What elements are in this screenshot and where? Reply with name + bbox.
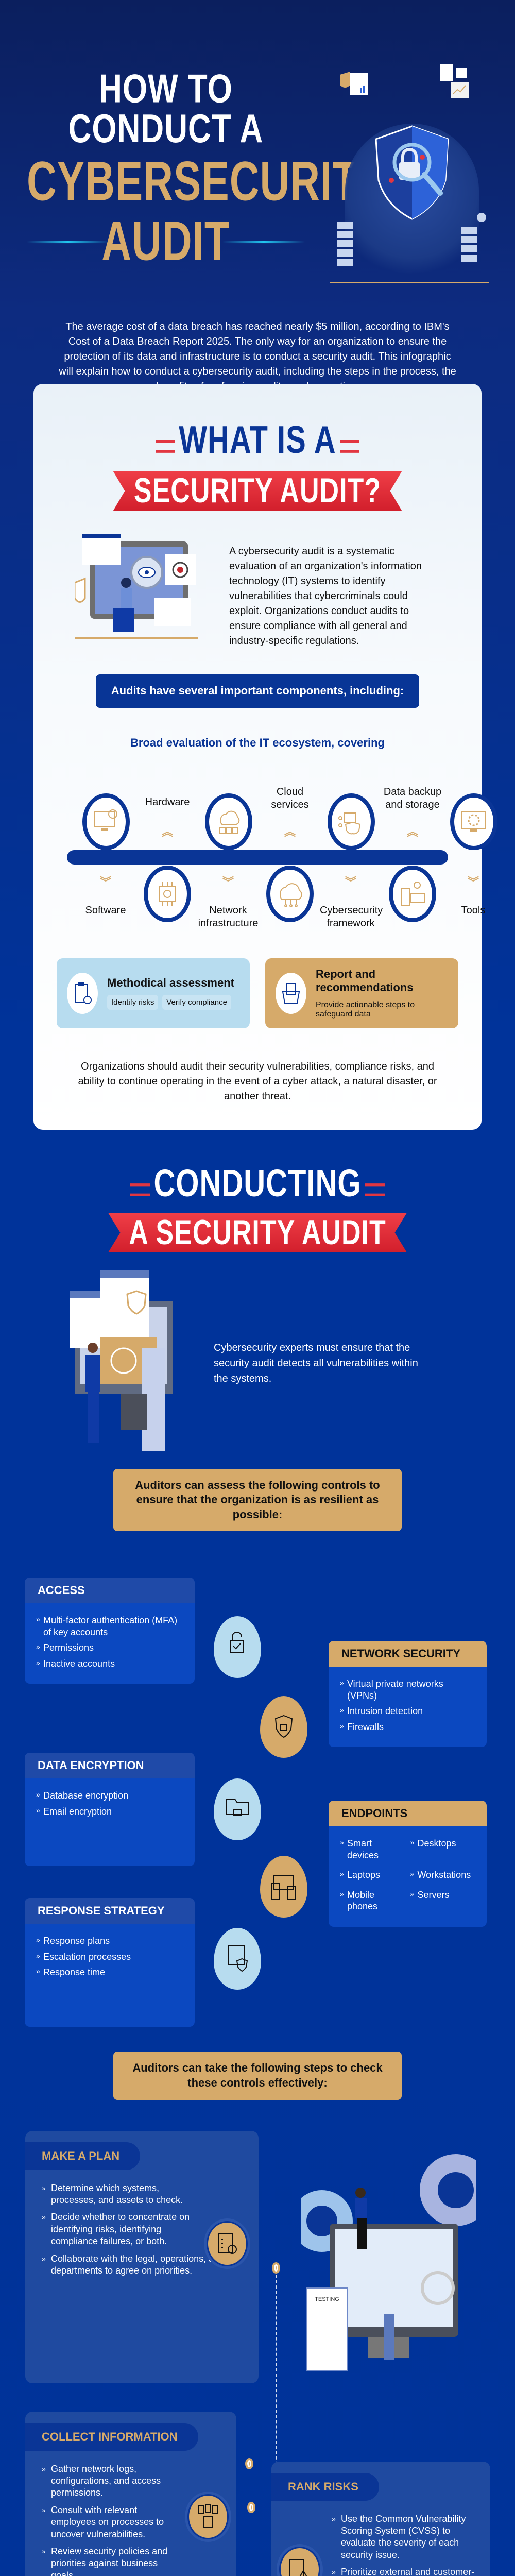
server-chain-icon: [461, 213, 486, 262]
monitor-shield-icon: [70, 1270, 173, 1451]
hero-illustration: [330, 62, 489, 283]
timeline-dot: [247, 2501, 255, 2513]
steps-pill: Auditors can take the following steps to…: [113, 2052, 402, 2100]
main-title: HOW TO CONDUCT A CYBERSECURITY AUDIT: [27, 66, 386, 272]
floor-line: [330, 282, 489, 283]
ecosystem-label: Hardware: [145, 796, 190, 808]
control-response-strategy: RESPONSE STRATEGY Response plans Escalat…: [25, 1898, 195, 2027]
components-pill: Audits have several important components…: [95, 674, 420, 708]
document-shield-icon: [340, 72, 368, 95]
timeline-line: [276, 2275, 277, 2576]
what-is-section: WHAT IS A SECURITY AUDIT?: [33, 384, 497, 1130]
section-heading: WHAT IS A SECURITY AUDIT?: [33, 418, 482, 511]
ecosystem-chain: Software ︾ Hardware ︽ Network infrastruc…: [46, 765, 497, 935]
heading-ribbon: SECURITY AUDIT?: [113, 471, 402, 511]
server-stack-icon: [337, 222, 353, 266]
tools-monitor-icon: [450, 793, 497, 850]
ecosystem-label: Cybersecurity framework: [320, 904, 383, 929]
devices-icon: [260, 1856, 307, 1918]
cloud-icon: [266, 865, 314, 922]
folder-lock-icon: [214, 1778, 261, 1841]
step-rank-risks: RANK RISKS Use the Common Vulnerability …: [271, 2461, 490, 2576]
step-collect-information: COLLECT INFORMATION Gather network logs,…: [25, 2411, 236, 2576]
hero: HOW TO CONDUCT A CYBERSECURITY AUDIT The: [0, 0, 515, 392]
ecosystem-label: Tools: [461, 904, 486, 916]
ecosystem-label: Cloud services: [271, 786, 309, 810]
chevron-down-icon: ︾: [467, 875, 479, 889]
chevron-up-icon: ︽: [284, 825, 296, 838]
controls-pill: Auditors can assess the following contro…: [113, 1468, 402, 1532]
software-monitor-icon: [82, 793, 130, 850]
audit-scope-note: Organizations should audit their securit…: [78, 1060, 437, 1102]
chevron-down-icon: ︾: [222, 875, 234, 889]
control-access: ACCESS Multi-factor authentication (MFA)…: [25, 1578, 195, 1684]
control-network-security: NETWORK SECURITY Virtual private network…: [329, 1641, 487, 1748]
ecosystem-title: Broad evaluation of the IT ecosystem, co…: [130, 736, 385, 749]
clipboard-person-icon: [67, 972, 98, 1014]
chevron-down-icon: ︾: [99, 875, 111, 889]
checklist-warning-icon: [279, 2546, 320, 2576]
ecosystem-label: Network infrastructure: [198, 904, 259, 929]
conducting-description: Cybersecurity experts must ensure that t…: [214, 1342, 418, 1384]
timeline-dot: [272, 2262, 280, 2274]
shield-magnifier-icon: [375, 125, 449, 220]
heading-ribbon: A SECURITY AUDIT: [108, 1213, 407, 1252]
server-backup-icon: [389, 865, 436, 922]
ecosystem-label: Data backup and storage: [383, 786, 442, 810]
security-framework-icon: [328, 793, 375, 850]
report-recommendations-card: Report and recommendations Provide actio…: [265, 958, 458, 1028]
testing-illustration: TESTING: [291, 2144, 492, 2376]
control-endpoints: ENDPOINTS Smart devices Desktops Laptops…: [329, 1801, 487, 1927]
monitor-shield-list-icon: [214, 1928, 261, 1990]
section-heading: CONDUCTING A SECURITY AUDIT: [0, 1161, 515, 1252]
monitor-magnifier-icon: [74, 534, 198, 639]
audit-definition: A cybersecurity audit is a systematic ev…: [229, 546, 422, 647]
ecosystem-label: Software: [85, 904, 126, 916]
methodical-assessment-card: Methodical assessment Identify risks Ver…: [57, 958, 250, 1028]
shield-circuit-icon: [260, 1696, 307, 1758]
clipboard-chart-icon: [440, 64, 469, 98]
chevron-down-icon: ︾: [345, 875, 356, 889]
clipboard-checklist-icon: [207, 2221, 248, 2266]
documents-server-icon: [187, 2494, 229, 2539]
expert-illustration: [70, 1270, 178, 1456]
lock-hand-icon: [214, 1616, 261, 1679]
tag: Identify risks: [107, 995, 159, 1010]
tag: Verify compliance: [162, 995, 231, 1010]
chevron-up-icon: ︽: [406, 825, 418, 838]
controls-map: ACCESS Multi-factor authentication (MFA)…: [0, 1547, 515, 2027]
timeline-dot: [245, 2458, 253, 2469]
conducting-section: CONDUCTING A SECURITY AUDIT Cybersecurit…: [0, 1130, 515, 2576]
control-data-encryption: DATA ENCRYPTION Database encryption Emai…: [25, 1753, 195, 1867]
step-make-a-plan: MAKE A PLAN Determine which systems, pro…: [25, 2130, 259, 2383]
cloud-network-icon: [205, 793, 252, 850]
folder-document-icon: [276, 972, 306, 1014]
audit-steps: MAKE A PLAN Determine which systems, pro…: [0, 2130, 515, 2576]
intro-paragraph: The average cost of a data breach has re…: [59, 321, 456, 392]
chevron-up-icon: ︽: [161, 825, 173, 838]
chip-icon: [144, 865, 191, 922]
svg-text:TESTING: TESTING: [315, 2296, 339, 2302]
auditor-illustration: [74, 531, 209, 645]
